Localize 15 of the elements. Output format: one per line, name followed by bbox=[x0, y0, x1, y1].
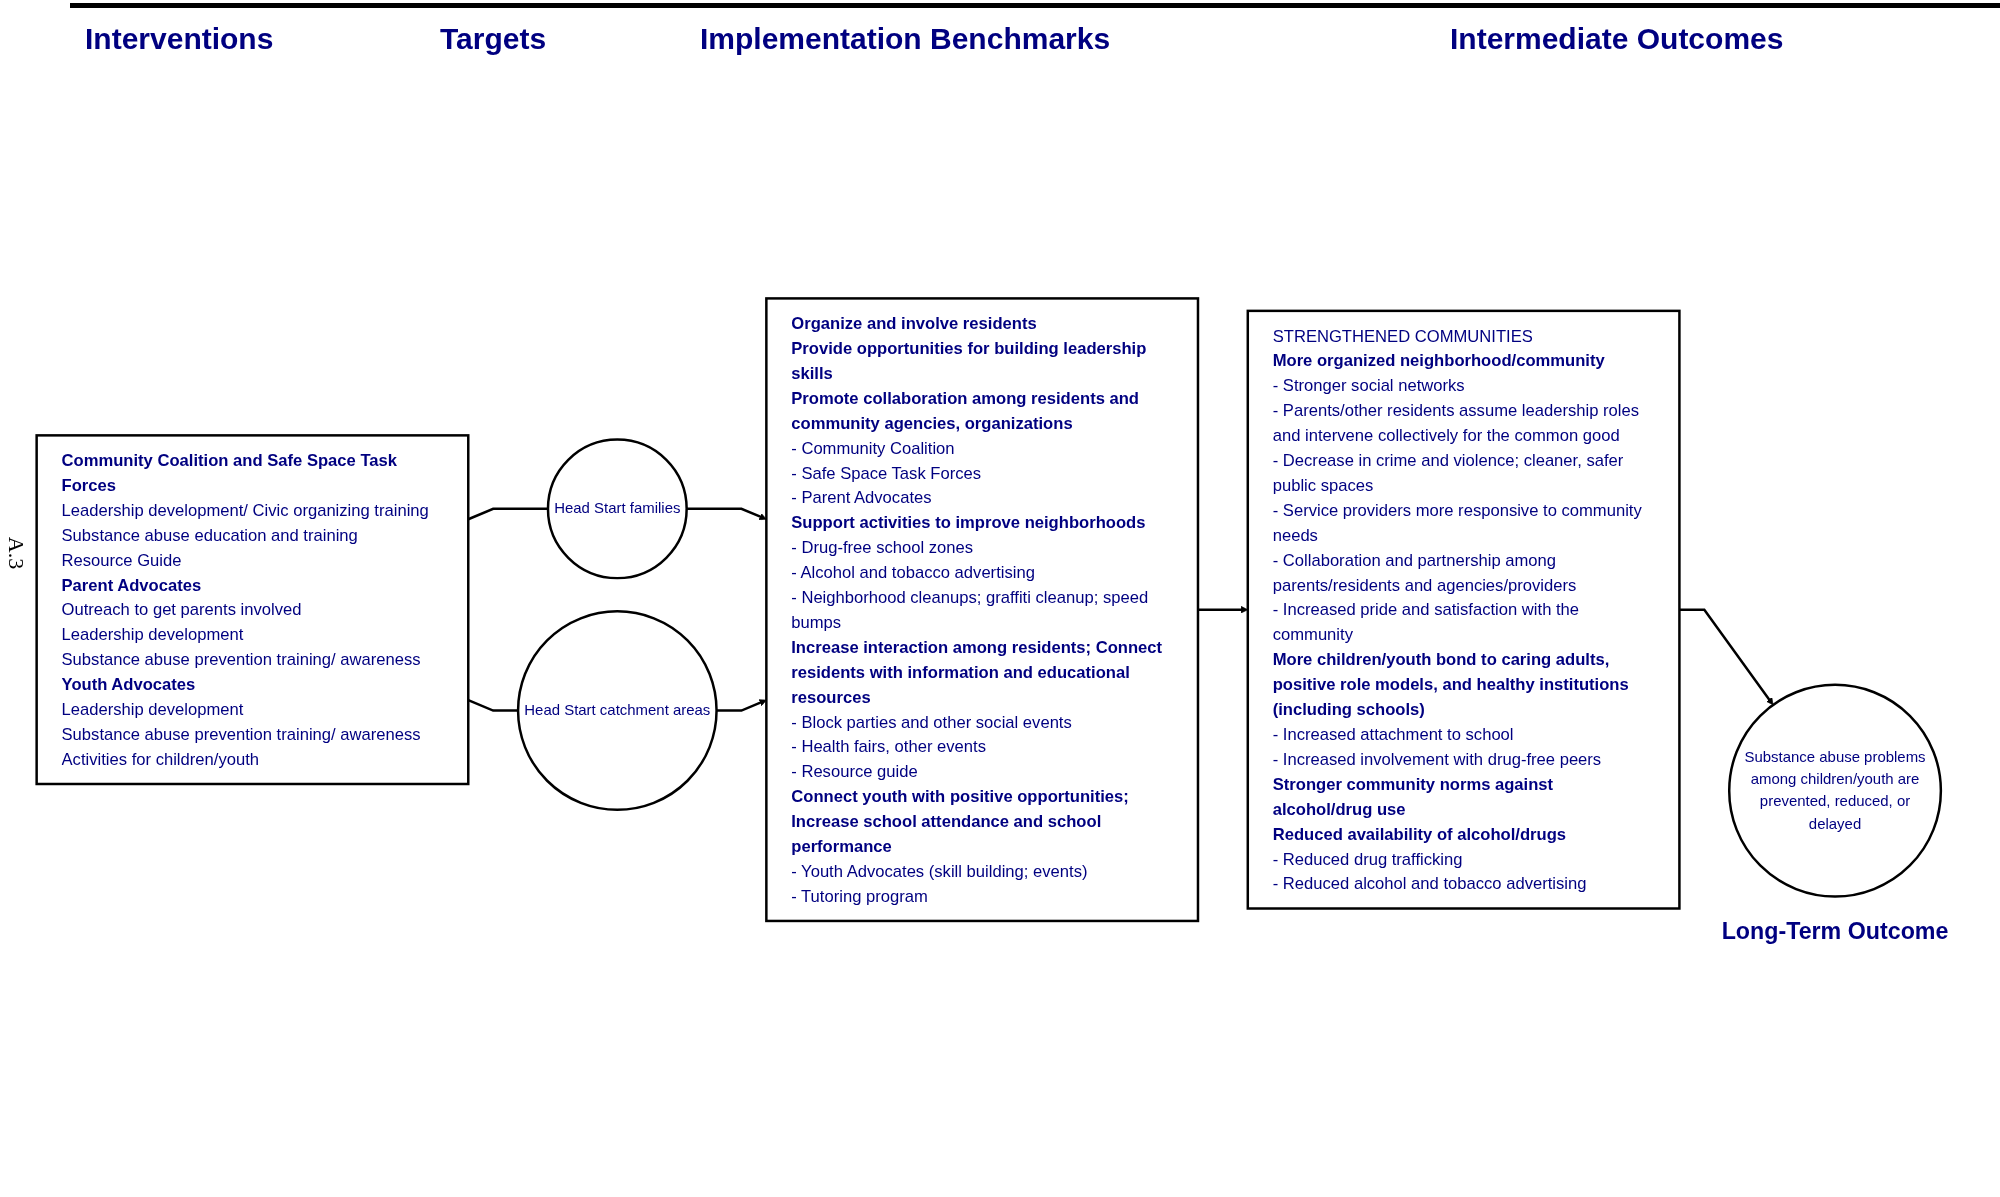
column-heading: Interventions bbox=[85, 22, 274, 56]
node-box: Community Coalition and Safe Space Task Forces Leadership development/ Civic organizing training Substance abuse education and training Resource Guide Parent Advocates Outreach to get parents involved Leadership development Substance abuse prevention training/ awareness Youth Advocates Leadership development Substance abuse prevention training/ awareness Activities for children/youth bbox=[35, 434, 470, 786]
arrow bbox=[1679, 608, 1774, 706]
node-label: Long-Term Outcome bbox=[1721, 918, 1949, 944]
page-number: A.3 bbox=[3, 536, 30, 570]
arrow bbox=[716, 699, 767, 712]
arrow bbox=[686, 507, 767, 521]
node-box: Organize and involve residents Provide opportunities for building leadership skills Promote collaboration among residents and community agencies, organizations - Community Coalition - Safe Space Task Forces - Parent Advocates Support activities to improve neighborhoods - Drug-free school zones - Alcohol and tobacco advertising - Neighborhood cleanups; graffiti cleanup; speed bumps Increase interaction among residents; Connect residents with information and educational resources - Block parties and other social events - Health fairs, other events - Resource guide Connect youth with positive opportunities; Increase school attendance and school performance - Youth Advocates (skill building; events) - Tutoring program bbox=[765, 297, 1200, 923]
column-heading: Implementation Benchmarks bbox=[700, 22, 1111, 56]
node-circle: Head Start families bbox=[546, 438, 688, 580]
node-box: STRENGTHENED COMMUNITIES More organized neighborhood/community - Stronger social networks - Parents/other residents assume leadership roles and intervene collectively for the common good - Decrease in crime and violence; cleaner, safer public spaces - Service providers more responsive to community needs - Collaboration and partnership among parents/residents and agencies/providers - Increased pride and satisfaction with the community More children/youth bond to caring adults, positive role models, and healthy institutions (including schools) - Increased attachment to school - Increased involvement with drug-free peers Stronger community norms against alcohol/drug use Reduced availability of alcohol/drugs - Reduced drug trafficking - Reduced alcohol and tobacco advertising bbox=[1246, 309, 1681, 910]
node-circle: Substance abuse problems among children/youth are prevented, reduced, or delayed bbox=[1727, 683, 1943, 898]
column-heading: Targets bbox=[440, 22, 547, 56]
column-heading: Intermediate Outcomes bbox=[1450, 22, 1784, 56]
node-circle: Head Start catchment areas bbox=[516, 610, 718, 812]
